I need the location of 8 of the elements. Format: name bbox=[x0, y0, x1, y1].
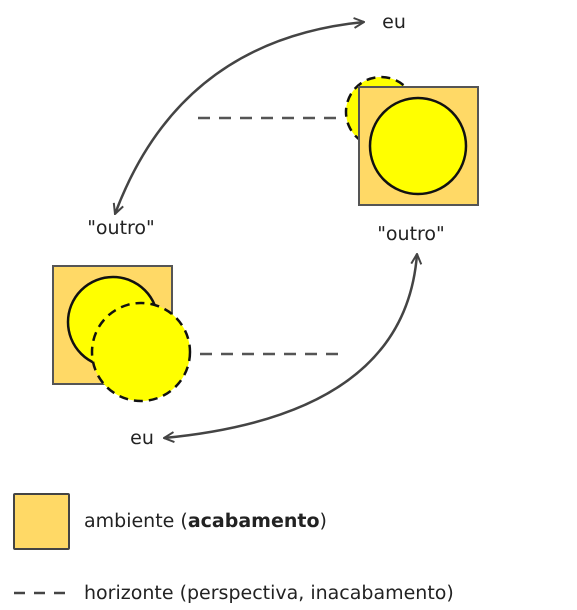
heading-label: "outro" bbox=[87, 216, 155, 240]
node-label: eu bbox=[130, 426, 154, 450]
node-label: eu bbox=[382, 10, 406, 34]
legend-text: horizonte (perspectiva, inacabamento) bbox=[84, 581, 454, 605]
heading-label: "outro" bbox=[377, 222, 445, 246]
double-headed-arrow bbox=[113, 17, 365, 215]
legend-text: ambiente (acabamento) bbox=[84, 509, 327, 533]
double-headed-arrow bbox=[163, 253, 422, 443]
